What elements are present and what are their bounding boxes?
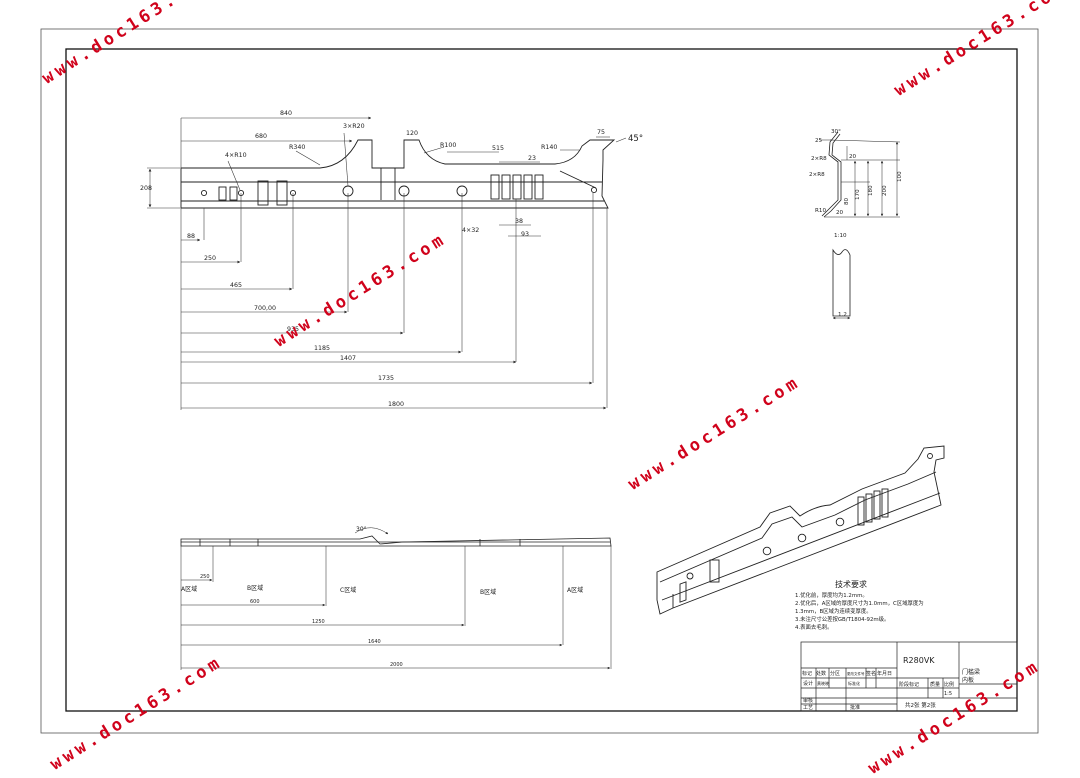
sec-dim-20a: 20 bbox=[849, 154, 857, 160]
iso-part-outline bbox=[656, 445, 945, 615]
dim-23: 23 bbox=[528, 155, 536, 162]
dim-935: 935 bbox=[287, 326, 299, 333]
sec-dim-2xr8b: 2×R8 bbox=[809, 172, 825, 178]
sec-dim-25: 25 bbox=[815, 138, 823, 144]
tech-line-3: 1.3mm，B区域为连续变厚度。 bbox=[795, 607, 872, 615]
lower-dim-600: 600 bbox=[250, 599, 260, 605]
dim-1185: 1185 bbox=[314, 345, 330, 352]
drawing-number: R280VK bbox=[903, 656, 935, 665]
part-name-line2: 内板 bbox=[962, 676, 974, 684]
tech-line-1: 1.优化前，厚度均为1.2mm。 bbox=[795, 591, 868, 599]
tb-designer: 黄晓晓 bbox=[817, 680, 829, 686]
tech-line-2: 2.优化后，A区域的厚度尺寸为1.0mm，C区域厚度为 bbox=[795, 599, 924, 607]
sec-dim-200: 200 bbox=[882, 185, 888, 196]
sec-dim-r10: R10 bbox=[815, 208, 826, 214]
tb-weight: 质量 bbox=[930, 681, 940, 688]
tb-sign: 签名 bbox=[866, 670, 876, 677]
title-block bbox=[800, 641, 1018, 712]
lower-dim-250: 250 bbox=[200, 574, 210, 580]
main-view-dim-text: 840 680 3×R20 120 75 45° R340 R100 515 R… bbox=[140, 110, 643, 408]
main-view-dimensions bbox=[147, 116, 627, 410]
section-profile bbox=[821, 131, 839, 217]
dim-75: 75 bbox=[597, 129, 605, 136]
tb-review: 审核 bbox=[803, 697, 813, 704]
tb-mark: 标记 bbox=[802, 670, 812, 677]
lower-part-outline bbox=[180, 535, 612, 547]
dim-1407: 1407 bbox=[340, 355, 356, 362]
lower-dim-1640: 1640 bbox=[368, 639, 381, 645]
zone-b-right: B区域 bbox=[480, 588, 496, 596]
sec-dim-170: 170 bbox=[855, 189, 861, 200]
thickness-section bbox=[832, 248, 851, 317]
tb-date: 年月日 bbox=[877, 670, 892, 677]
zone-c: C区域 bbox=[340, 586, 356, 594]
lower-angle: 30° bbox=[356, 526, 367, 533]
zone-a-right: A区域 bbox=[567, 586, 583, 594]
tech-line-4: 3.未注尺寸公差按GB/T1804-92m级。 bbox=[795, 615, 889, 623]
tb-design: 设计 bbox=[803, 680, 813, 687]
dim-r140: R140 bbox=[541, 144, 557, 151]
dim-515: 515 bbox=[492, 145, 504, 152]
part-name-line1: 门槛梁 bbox=[962, 668, 980, 676]
tb-count: 处数 bbox=[816, 670, 826, 677]
dim-38: 38 bbox=[515, 218, 523, 225]
dim-208: 208 bbox=[140, 185, 152, 192]
section-scale: 1:10 bbox=[834, 233, 847, 239]
dim-250: 250 bbox=[204, 255, 216, 262]
main-view bbox=[180, 139, 616, 209]
lower-view-text: 30° A区域 B区域 C区域 B区域 A区域 250 600 1250 164… bbox=[181, 526, 583, 668]
inner-border bbox=[65, 48, 1018, 712]
lower-dim-2000: 2000 bbox=[390, 662, 403, 668]
tb-change-doc: 更改文件号 bbox=[847, 671, 865, 676]
dim-1735: 1735 bbox=[378, 375, 394, 382]
dim-1800: 1800 bbox=[388, 401, 404, 408]
outer-border bbox=[40, 28, 1039, 734]
tb-sheets: 共2张 第2张 bbox=[905, 701, 936, 709]
dim-93: 93 bbox=[521, 231, 529, 238]
zone-b-left: B区域 bbox=[247, 584, 263, 592]
tb-stage: 阶段标记 bbox=[899, 681, 919, 688]
dim-3xr20: 3×R20 bbox=[343, 123, 365, 130]
dim-120: 120 bbox=[406, 130, 418, 137]
sec-dim-30deg: 30° bbox=[831, 129, 841, 135]
section-view-text: 30° 25 20 2×R8 2×R8 R10 20 170 180 200 1… bbox=[809, 129, 903, 318]
tb-scale: 1:5 bbox=[944, 691, 952, 697]
tech-requirements: 技术要求 1.优化前，厚度均为1.2mm。 2.优化后，A区域的厚度尺寸为1.0… bbox=[795, 579, 924, 631]
tb-approve: 批准 bbox=[850, 704, 860, 711]
tb-process: 工艺 bbox=[803, 705, 813, 711]
tech-title: 技术要求 bbox=[835, 579, 867, 589]
section-thickness: 1.2 bbox=[838, 312, 847, 318]
isometric-view bbox=[656, 445, 945, 615]
dim-680: 680 bbox=[255, 133, 267, 140]
dim-45deg: 45° bbox=[628, 134, 643, 144]
slot-note: 4×32 bbox=[462, 227, 479, 234]
dim-88: 88 bbox=[187, 233, 195, 240]
tb-zone: 分区 bbox=[830, 670, 840, 677]
dim-r100: R100 bbox=[440, 142, 456, 149]
zone-a-left: A区域 bbox=[181, 585, 197, 593]
section-view bbox=[820, 131, 901, 320]
dim-r340: R340 bbox=[289, 144, 305, 151]
dim-700: 700,00 bbox=[254, 305, 276, 312]
dim-840: 840 bbox=[280, 110, 292, 117]
main-part-outline bbox=[180, 139, 616, 209]
lower-dim-1250: 1250 bbox=[312, 619, 325, 625]
sec-dim-100: 100 bbox=[897, 171, 903, 182]
lower-view bbox=[180, 527, 612, 670]
sec-dim-180: 180 bbox=[868, 185, 874, 196]
title-block-text: R280VK 门槛梁 内板 标记 处数 分区 更改文件号 签名 年月日 设计 黄… bbox=[802, 656, 980, 711]
tb-scale-label: 比例 bbox=[944, 681, 954, 688]
tb-standardize: 标准化 bbox=[848, 680, 860, 686]
hole-note: 4×R10 bbox=[225, 152, 247, 159]
tech-line-5: 4.表面去毛刺。 bbox=[795, 623, 833, 631]
sec-dim-20b: 20 bbox=[836, 210, 844, 216]
dim-465: 465 bbox=[230, 282, 242, 289]
sec-dim-2xr8a: 2×R8 bbox=[811, 156, 827, 162]
sec-dim-80: 80 bbox=[844, 197, 850, 205]
